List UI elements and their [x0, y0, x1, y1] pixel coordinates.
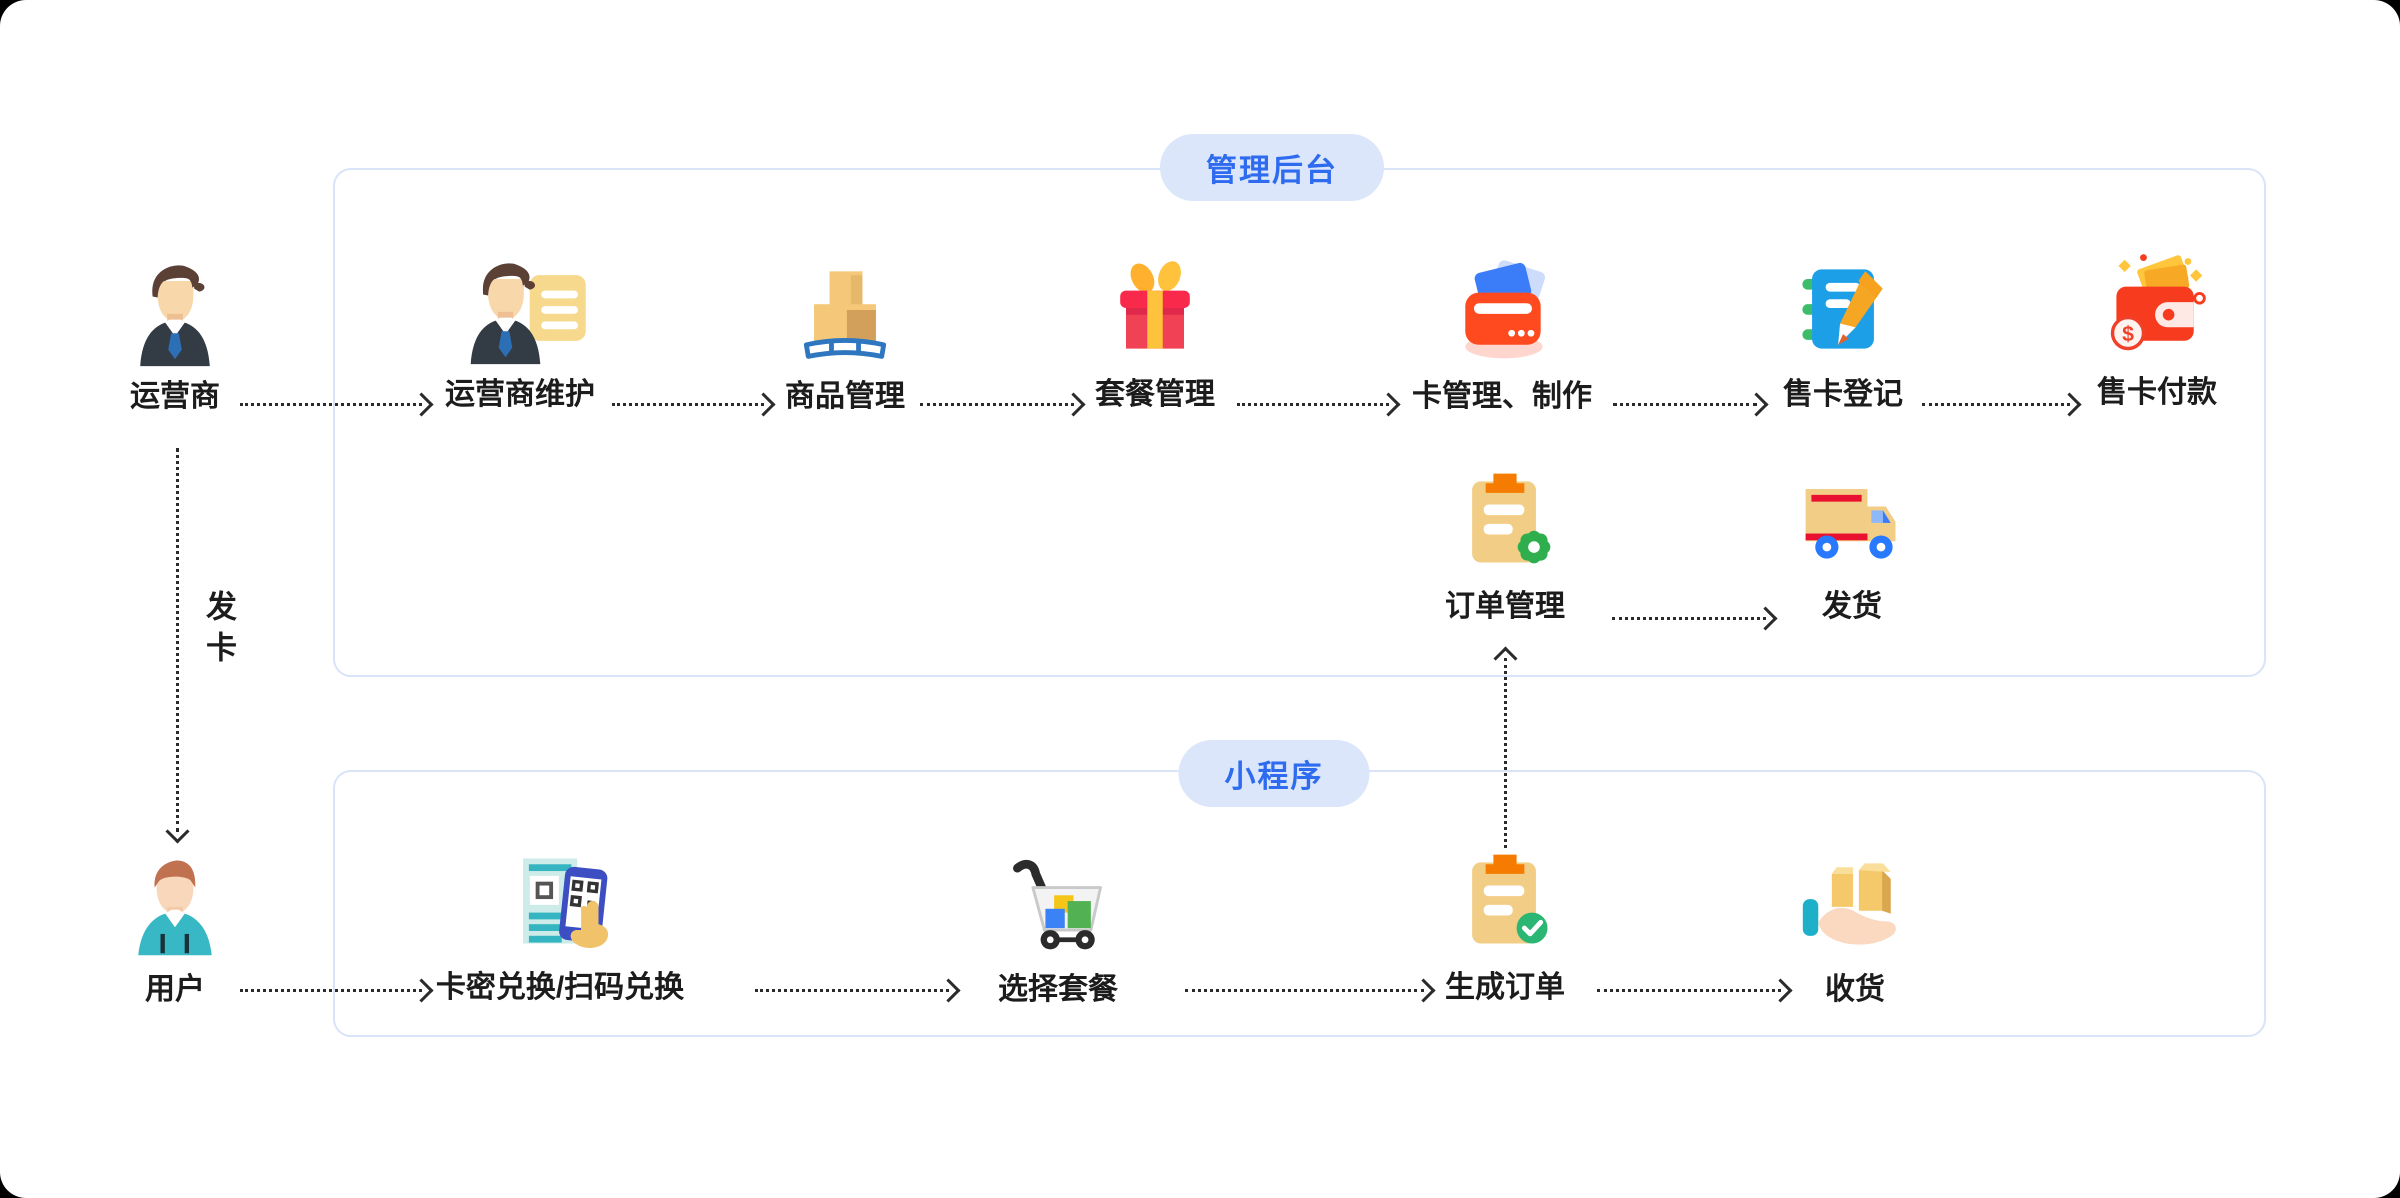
- node-package-management: 套餐管理: [1095, 250, 1215, 411]
- arrow-register-to-payment: [1922, 391, 2082, 417]
- node-product-management: 商品管理: [785, 252, 905, 413]
- node-receive-label: 收货: [1825, 973, 1885, 1006]
- issue-card-edge-label: 发卡: [201, 590, 236, 672]
- businessman-icon: [140, 265, 210, 367]
- admin-backend-section-box: [333, 168, 2266, 677]
- admin-backend-section-label: 管理后台: [1160, 134, 1384, 201]
- node-operator-label: 运营商: [130, 380, 220, 413]
- node-card-management-label: 卡管理、制作: [1412, 380, 1592, 413]
- svg-text:$: $: [2122, 322, 2134, 346]
- scan-qr-phone-icon: [523, 858, 609, 948]
- node-card-sale-payment: $ 售卡付款: [2097, 248, 2217, 409]
- user-icon: [138, 860, 212, 956]
- node-redeem-label: 卡密兑换/扫码兑换: [435, 971, 685, 1004]
- arrow-cards-to-register: [1613, 391, 1769, 417]
- arrow-order-to-ship: [1612, 605, 1778, 631]
- bank-cards-icon: [1465, 260, 1545, 359]
- clipboard-check-icon: [1472, 854, 1548, 944]
- hand-parcel-icon: [1802, 863, 1896, 945]
- node-card-sale-registration-label: 售卡登记: [1783, 378, 1903, 411]
- arrow-redeem-to-choose: [755, 977, 961, 1003]
- goods-pallet-icon: [803, 271, 887, 359]
- gift-box-icon: [1120, 261, 1190, 349]
- node-order-management: 订单管理: [1445, 462, 1565, 623]
- arrow-operator-to-user: [165, 448, 190, 844]
- mini-program-section-box: [333, 770, 2266, 1037]
- arrow-product-to-package: [920, 391, 1086, 417]
- notebook-pencil-icon: [1802, 269, 1883, 349]
- shopping-cart-icon: [1013, 859, 1102, 950]
- node-choose-package-label: 选择套餐: [998, 973, 1118, 1006]
- arrow-maintain-to-product: [612, 391, 776, 417]
- node-create-order-label: 生成订单: [1445, 971, 1565, 1004]
- node-create-order: 生成订单: [1445, 843, 1565, 1004]
- node-ship-label: 发货: [1822, 590, 1882, 623]
- node-order-management-label: 订单管理: [1445, 590, 1565, 623]
- node-card-sale-payment-label: 售卡付款: [2097, 376, 2217, 409]
- node-user: 用户: [117, 845, 233, 1006]
- arrow-create-to-order-management: [1493, 646, 1518, 848]
- mini-program-section-label: 小程序: [1178, 740, 1370, 807]
- node-operator-maintain-label: 运营商维护: [445, 378, 595, 411]
- arrow-user-to-redeem: [240, 977, 434, 1003]
- node-redeem: 卡密兑换/扫码兑换: [436, 843, 684, 1004]
- node-card-sale-registration: 售卡登记: [1783, 250, 1903, 411]
- delivery-truck-icon: [1805, 489, 1896, 559]
- node-receive: 收货: [1797, 845, 1913, 1006]
- arrow-operator-to-maintain: [240, 391, 434, 417]
- node-product-management-label: 商品管理: [785, 380, 905, 413]
- node-ship: 发货: [1794, 462, 1910, 623]
- arrow-create-to-receive: [1597, 977, 1793, 1003]
- businessman-note-icon: [470, 263, 586, 365]
- node-choose-package: 选择套餐: [998, 845, 1118, 1006]
- wallet-money-icon: $: [2110, 254, 2206, 351]
- arrow-package-to-cards: [1237, 391, 1401, 417]
- clipboard-gear-icon: [1472, 473, 1551, 564]
- node-package-management-label: 套餐管理: [1095, 378, 1215, 411]
- node-operator: 运营商: [117, 252, 233, 413]
- node-operator-maintain: 运营商维护: [445, 250, 595, 411]
- node-user-label: 用户: [145, 973, 205, 1006]
- arrow-choose-to-create: [1185, 977, 1436, 1003]
- node-card-management: 卡管理、制作: [1412, 252, 1592, 413]
